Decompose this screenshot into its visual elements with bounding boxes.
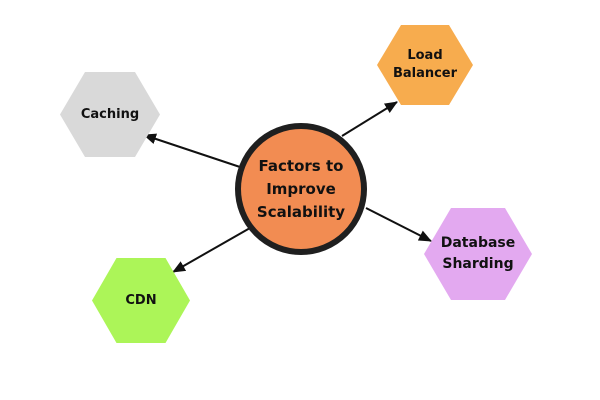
node-database-sharding: Database Sharding [424, 208, 532, 300]
node-database-sharding-label: Database Sharding [440, 235, 516, 272]
center-node-label: Factors to Improve Scalability [256, 156, 346, 221]
edge-center-to-database-sharding [365, 207, 432, 242]
node-caching-label: Caching [80, 106, 140, 122]
edge-center-to-load-balancer [341, 101, 398, 137]
node-load-balancer: Load Balancer [377, 25, 473, 105]
edge-center-to-caching [143, 133, 241, 168]
node-cdn: CDN [92, 258, 190, 343]
edge-center-to-cdn [172, 227, 251, 273]
center-node-factors-to-improve-scalability: Factors to Improve Scalability [235, 123, 367, 255]
node-caching: Caching [60, 72, 160, 157]
node-load-balancer-label: Load Balancer [392, 48, 458, 81]
node-cdn-label: CDN [125, 292, 157, 308]
